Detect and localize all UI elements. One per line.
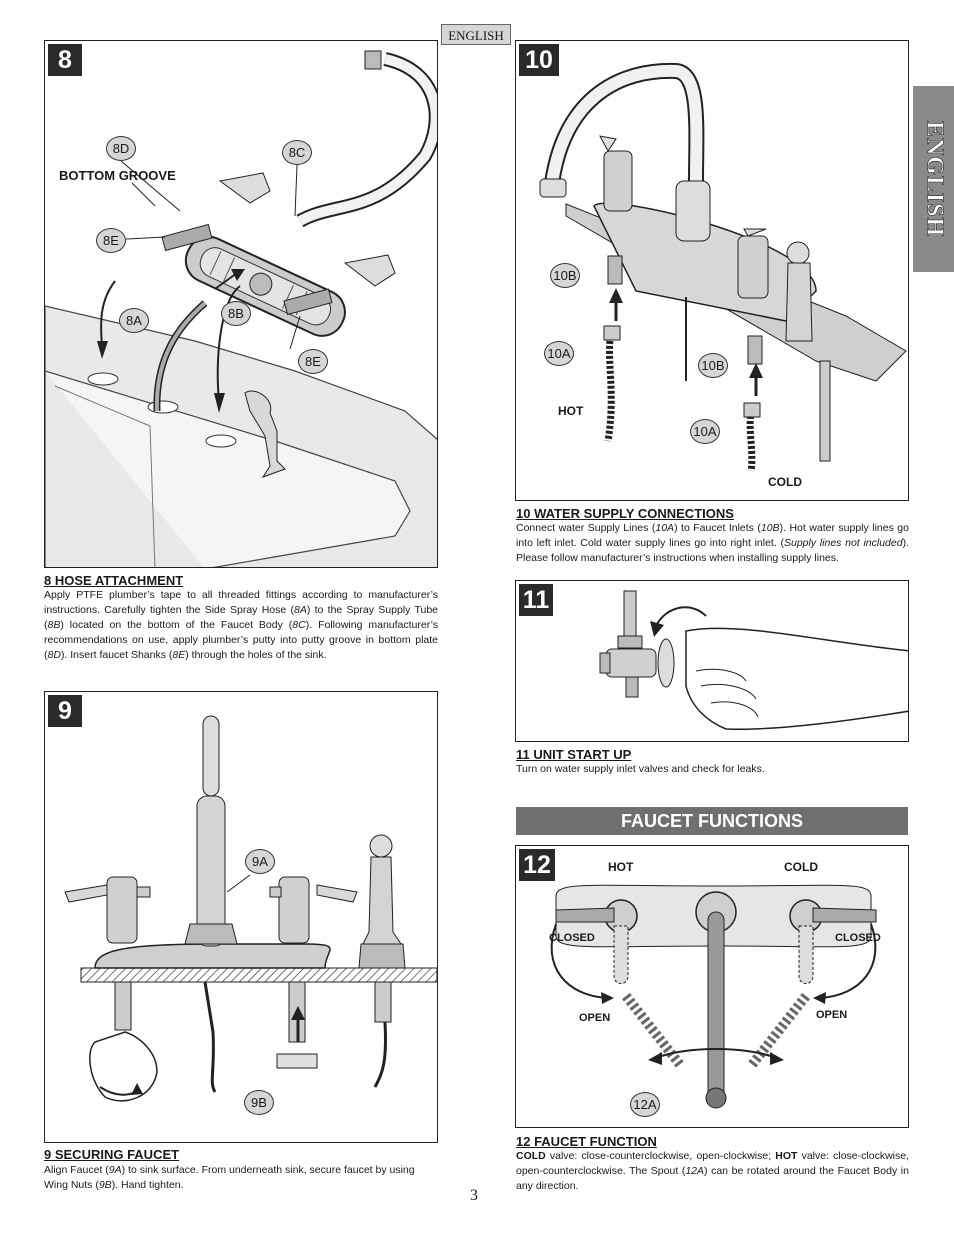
label-hot-valve: HOT: [608, 860, 634, 874]
step-12-illustration: [550, 884, 877, 1109]
step-10-text: Connect water Supply Lines (10A) to Fauc…: [516, 522, 909, 564]
step-9-number: 9: [48, 695, 82, 727]
step-11-figure: 11: [515, 580, 909, 742]
callout-10a-right: 10A: [690, 419, 720, 444]
callout-10b-left: 10B: [550, 263, 580, 288]
side-language-label: ENGLISH: [921, 120, 948, 238]
step-12-number: 12: [519, 849, 555, 881]
label-hot: HOT: [558, 404, 584, 418]
step-9-title: 9 SECURING FAUCET: [44, 1147, 180, 1162]
label-closed-left: CLOSED: [549, 932, 595, 944]
step-11-number: 11: [519, 584, 553, 616]
step-12-title: 12 FAUCET FUNCTION: [516, 1134, 657, 1149]
callout-10a-left: 10A: [544, 341, 574, 366]
step-8-title: 8 HOSE ATTACHMENT: [44, 573, 184, 588]
callout-8d: 8D: [106, 136, 136, 161]
page-number: 3: [470, 1187, 478, 1204]
step-9-illustration: [64, 715, 437, 1102]
step-8-text: Apply PTFE plumber’s tape to all threade…: [44, 589, 439, 661]
step-11-illustration: [599, 590, 908, 730]
callout-9b: 9B: [244, 1090, 274, 1115]
label-closed-right: CLOSED: [835, 932, 881, 944]
step-12-text: COLD valve: close-counterclockwise, open…: [516, 1150, 909, 1192]
callout-8c: 8C: [282, 140, 312, 165]
step-10-illustration: [539, 62, 907, 472]
step-8-number: 8: [48, 44, 82, 76]
label-bottom-groove: BOTTOM GROOVE: [59, 168, 176, 183]
callout-8e-top: 8E: [96, 228, 126, 253]
callout-9a: 9A: [245, 849, 275, 874]
label-cold: COLD: [768, 475, 802, 489]
step-10-figure: 10 10B 10A 10B 10A HOT: [515, 40, 909, 501]
step-10-number: 10: [519, 44, 559, 76]
step-12-figure: 12 HOT COLD CLOSED CLOSED OPEN OPEN 12A: [515, 845, 909, 1128]
step-9-figure: 9: [44, 691, 438, 1143]
callout-8e-bottom: 8E: [298, 349, 328, 374]
step-11-title: 11 UNIT START UP: [516, 747, 632, 762]
callout-10b-right: 10B: [698, 353, 728, 378]
step-8-figure: 8: [44, 40, 438, 568]
faucet-functions-banner: FAUCET FUNCTIONS: [516, 807, 908, 835]
side-language-tab: ENGLISH: [913, 86, 954, 272]
language-tab: ENGLISH: [441, 24, 511, 45]
step-10-title: 10 WATER SUPPLY CONNECTIONS: [516, 506, 734, 521]
step-8-illustration: [45, 50, 437, 567]
callout-8b: 8B: [221, 301, 251, 326]
label-cold-valve: COLD: [784, 860, 818, 874]
label-open-right: OPEN: [816, 1009, 848, 1021]
callout-8a: 8A: [119, 308, 149, 333]
step-9-text: Align Faucet (9A) to sink surface. From …: [44, 1164, 415, 1191]
callout-12a: 12A: [630, 1092, 660, 1117]
label-open-left: OPEN: [579, 1012, 611, 1024]
step-11-text: Turn on water supply inlet valves and ch…: [516, 763, 765, 775]
